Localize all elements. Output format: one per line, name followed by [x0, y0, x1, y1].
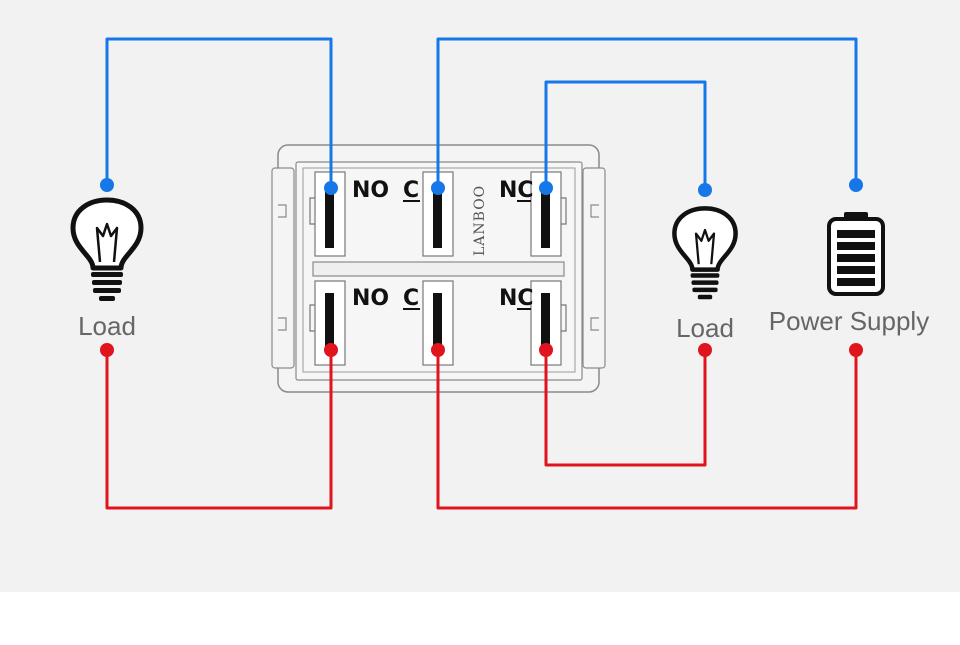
wire-blue-left-load [105, 37, 333, 188]
dot-blue-top-nc [539, 181, 553, 195]
dot-blue-right-load [698, 183, 712, 197]
battery-icon [827, 212, 885, 296]
dot-blue-left-load [100, 178, 114, 192]
wire-red-right-load [544, 350, 707, 467]
power-supply-label: Power Supply [769, 306, 929, 336]
load-left-label: Load [78, 311, 136, 341]
dot-red-power [849, 343, 863, 357]
dot-red-bottom-nc [539, 343, 553, 357]
pin-label-top-nc: NC [499, 178, 534, 203]
light-bulb-icon [70, 197, 144, 301]
rocker-switch: NO C NC NO C NC LANBOO [271, 144, 606, 393]
switch-clip-left [271, 167, 295, 369]
pin-label-top-no: NO [352, 178, 389, 203]
dot-red-bottom-no [324, 343, 338, 357]
wire-red-power [436, 350, 858, 510]
positive-wires [105, 37, 858, 190]
brand-label: LANBOO [472, 185, 488, 256]
positive-wire-dots [100, 178, 863, 197]
wire-blue-power [436, 37, 858, 188]
switch-divider [312, 261, 565, 277]
pin-label-bottom-no: NO [352, 286, 389, 311]
pin-label-top-c: C [403, 178, 419, 203]
dot-blue-top-no [324, 181, 338, 195]
wire-blue-right-load [544, 80, 707, 190]
dot-blue-power [849, 178, 863, 192]
pin-label-bottom-c: C [403, 286, 419, 311]
dot-red-right-load [698, 343, 712, 357]
negative-wire-dots [100, 343, 863, 357]
dot-blue-top-c [431, 181, 445, 195]
light-bulb-icon [672, 206, 738, 300]
dot-red-left-load [100, 343, 114, 357]
switch-clip-right [582, 167, 606, 369]
dot-red-bottom-c [431, 343, 445, 357]
pin-label-bottom-nc: NC [499, 286, 534, 311]
load-right-label: Load [676, 313, 734, 343]
negative-wires [105, 350, 858, 510]
wire-red-left-load [105, 350, 333, 510]
